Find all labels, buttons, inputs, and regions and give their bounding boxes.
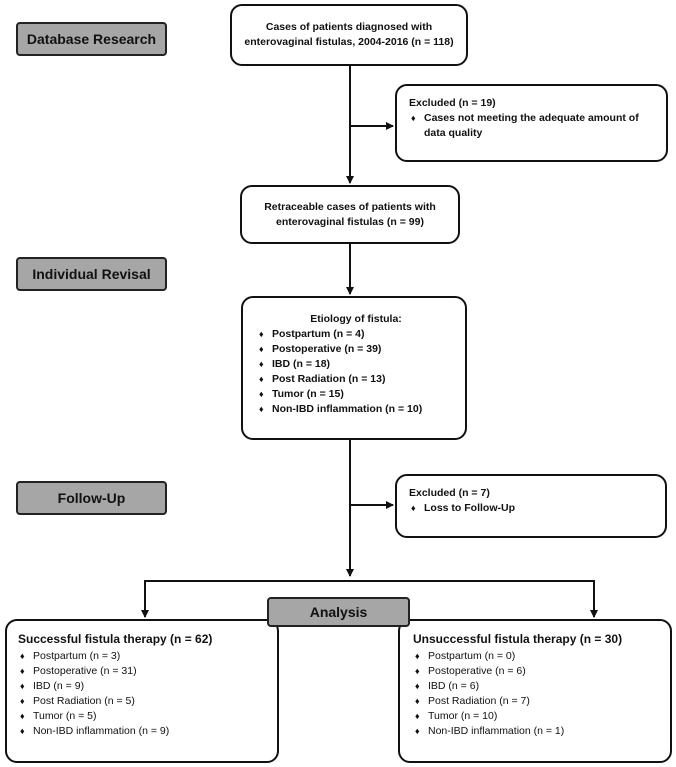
diamond-bullet-icon: ♦: [20, 651, 25, 661]
unsuccessful-item: Postoperative (n = 6): [428, 665, 526, 677]
successful-list: ♦ Postpartum (n = 3) ♦ Postoperative (n = …: [18, 649, 269, 739]
cases-box: Cases of patients diagnosed with enterov…: [230, 4, 468, 66]
successful-title: Successful fistula therapy (n = 62): [18, 632, 213, 646]
unsuccessful-item: IBD (n = 6): [428, 680, 480, 692]
successful-item: Postoperative (n = 31): [33, 665, 137, 677]
list-item: ♦ Post Radiation (n = 13): [257, 372, 455, 387]
diamond-bullet-icon: ♦: [411, 113, 416, 123]
cases-line2: enterovaginal fistulas, 2004-2016 (n = 1…: [244, 36, 454, 48]
diamond-bullet-icon: ♦: [415, 726, 420, 736]
excluded-2-title: Excluded (n = 7): [409, 487, 490, 499]
stage-database-research-label: Database Research: [26, 31, 157, 47]
diamond-bullet-icon: ♦: [415, 666, 420, 676]
diamond-bullet-icon: ♦: [259, 344, 264, 354]
unsuccessful-title: Unsuccessful fistula therapy (n = 30): [413, 632, 623, 646]
excluded-1-reason: Cases not meeting the adequate amount of…: [424, 112, 639, 139]
etiology-list: ♦ Postpartum (n = 4) ♦ Postoperative (n = …: [257, 327, 455, 417]
excluded-box-2: Excluded (n = 7) ♦ Loss to Follow-Up: [395, 474, 667, 538]
retraceable-box: Retraceable cases of patients with enter…: [240, 185, 460, 244]
unsuccessful-item: Post Radiation (n = 7): [428, 695, 530, 707]
connector-split-to-successful: [141, 580, 350, 618]
list-item: ♦ IBD (n = 18): [257, 357, 455, 372]
list-item: ♦ Postoperative (n = 31): [18, 664, 269, 679]
unsuccessful-item: Postpartum (n = 0): [428, 650, 516, 662]
list-item: ♦ Post Radiation (n = 7): [413, 694, 662, 709]
diamond-bullet-icon: ♦: [415, 696, 420, 706]
unsuccessful-list: ♦ Postpartum (n = 0) ♦ Postoperative (n = …: [413, 649, 662, 739]
unsuccessful-item: Tumor (n = 10): [428, 710, 498, 722]
list-item: ♦ Tumor (n = 5): [18, 709, 269, 724]
retraceable-line1: Retraceable cases of patients with: [264, 200, 436, 213]
list-item: ♦ Postoperative (n = 6): [413, 664, 662, 679]
etiology-item: Tumor (n = 15): [272, 388, 344, 400]
list-item: ♦ Non-IBD inflammation (n = 9): [18, 724, 269, 739]
successful-therapy-box: Successful fistula therapy (n = 62) ♦ Pos…: [5, 619, 279, 763]
stage-follow-up: Follow-Up: [16, 481, 167, 515]
diamond-bullet-icon: ♦: [259, 329, 264, 339]
list-item: ♦ Loss to Follow-Up: [409, 501, 655, 516]
excluded-2-reason: Loss to Follow-Up: [424, 502, 515, 514]
successful-item: Tumor (n = 5): [33, 710, 97, 722]
successful-item: Non-IBD inflammation (n = 9): [33, 725, 170, 737]
stage-individual-revisal: Individual Revisal: [16, 257, 167, 291]
unsuccessful-item: Non-IBD inflammation (n = 1): [428, 725, 565, 737]
diamond-bullet-icon: ♦: [20, 726, 25, 736]
successful-item: Post Radiation (n = 5): [33, 695, 135, 707]
list-item: ♦ Postpartum (n = 0): [413, 649, 662, 664]
list-item: ♦ Postpartum (n = 3): [18, 649, 269, 664]
diamond-bullet-icon: ♦: [259, 389, 264, 399]
retraceable-line2: enterovaginal fistulas (n = 99): [276, 215, 424, 228]
etiology-box: Etiology of fistula: ♦ Postpartum (n = 4)…: [241, 296, 467, 440]
successful-item: IBD (n = 9): [33, 680, 85, 692]
stage-follow-up-label: Follow-Up: [57, 490, 126, 506]
etiology-title: Etiology of fistula:: [310, 313, 402, 325]
stage-analysis: Analysis: [267, 597, 410, 627]
list-item: ♦ Postpartum (n = 4): [257, 327, 455, 342]
diamond-bullet-icon: ♦: [20, 666, 25, 676]
diamond-bullet-icon: ♦: [415, 651, 420, 661]
cases-line1: Cases of patients diagnosed with: [265, 21, 433, 33]
connector-split-to-unsuccessful: [350, 580, 598, 618]
list-item: ♦ Tumor (n = 15): [257, 387, 455, 402]
list-item: ♦ Post Radiation (n = 5): [18, 694, 269, 709]
etiology-item: Postoperative (n = 39): [272, 343, 382, 355]
list-item: ♦ Cases not meeting the adequate amount o…: [409, 111, 656, 141]
stage-individual-revisal-label: Individual Revisal: [32, 266, 151, 282]
diamond-bullet-icon: ♦: [415, 681, 420, 691]
excluded-box-1: Excluded (n = 19) ♦ Cases not meeting the…: [395, 84, 668, 162]
etiology-item: IBD (n = 18): [272, 358, 331, 370]
list-item: ♦ Postoperative (n = 39): [257, 342, 455, 357]
list-item: ♦ IBD (n = 9): [18, 679, 269, 694]
diamond-bullet-icon: ♦: [20, 711, 25, 721]
etiology-item: Post Radiation (n = 13): [272, 373, 386, 385]
diamond-bullet-icon: ♦: [20, 696, 25, 706]
etiology-item: Non-IBD inflammation (n = 10): [272, 403, 423, 415]
diamond-bullet-icon: ♦: [20, 681, 25, 691]
list-item: ♦ Non-IBD inflammation (n = 1): [413, 724, 662, 739]
list-item: ♦ Tumor (n = 10): [413, 709, 662, 724]
excluded-1-title: Excluded (n = 19): [409, 97, 496, 109]
successful-item: Postpartum (n = 3): [33, 650, 121, 662]
stage-database-research: Database Research: [16, 22, 167, 56]
diamond-bullet-icon: ♦: [259, 374, 264, 384]
stage-analysis-label: Analysis: [309, 604, 368, 620]
excluded-1-list: ♦ Cases not meeting the adequate amount o…: [409, 111, 656, 141]
diamond-bullet-icon: ♦: [259, 359, 264, 369]
diamond-bullet-icon: ♦: [411, 503, 416, 513]
list-item: ♦ IBD (n = 6): [413, 679, 662, 694]
diamond-bullet-icon: ♦: [415, 711, 420, 721]
unsuccessful-therapy-box: Unsuccessful fistula therapy (n = 30) ♦ P…: [398, 619, 672, 763]
etiology-item: Postpartum (n = 4): [272, 328, 365, 340]
diamond-bullet-icon: ♦: [259, 404, 264, 414]
excluded-2-list: ♦ Loss to Follow-Up: [409, 501, 655, 516]
list-item: ♦ Non-IBD inflammation (n = 10): [257, 402, 455, 417]
